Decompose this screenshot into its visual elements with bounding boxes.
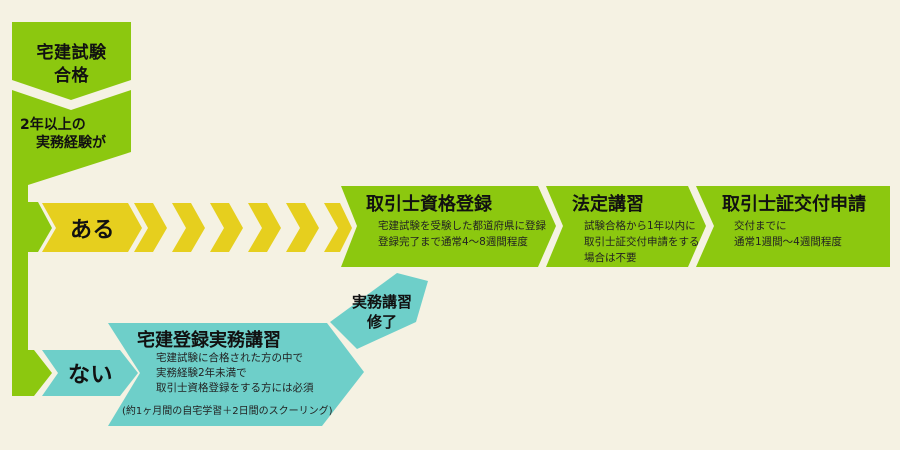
- step-license-application: 取引士証交付申請 交付までに 通常1週間〜4週間程度: [722, 190, 866, 250]
- start-label: 宅建試験 合格: [12, 42, 131, 88]
- step3-shape: [696, 186, 890, 267]
- condition-label: 2年以上の 実務経験が: [20, 116, 106, 152]
- step-license-application-line: 交付までに: [734, 220, 787, 232]
- trunk-yes-connector: [28, 202, 52, 252]
- start-line1: 宅建試験: [36, 43, 107, 63]
- start-chevron: [12, 22, 131, 100]
- course-title: 宅建登録実務講習: [137, 330, 281, 351]
- course-line: 取引士資格登録をする方には必須: [156, 382, 314, 394]
- step-legal-course-line: 取引士証交付申請をする: [584, 236, 700, 248]
- start-line2: 合格: [54, 66, 89, 86]
- completion-shape: [330, 273, 428, 349]
- condition-flag: [12, 90, 131, 395]
- yes-arrow: [42, 203, 142, 252]
- trunk-no-connector: [12, 350, 52, 396]
- course-note: (約1ヶ月間の自宅学習＋2日間のスクーリング): [122, 406, 333, 417]
- completion-line2: 修了: [366, 313, 397, 331]
- yellow-chevrons: [134, 203, 352, 252]
- step2-shape: [546, 186, 706, 267]
- step-legal-course: 法定講習 試験合格から1年以内に 取引士証交付申請をする 場合は不要: [572, 190, 700, 266]
- condition-line1: 2年以上の: [20, 117, 86, 133]
- completion-label: 実務講習 修了: [342, 292, 422, 332]
- step-legal-course-line: 場合は不要: [584, 252, 637, 264]
- step-registration: 取引士資格登録 宅建試験を受験した都道府県に登録 登録完了まで通常4〜8週間程度: [366, 190, 546, 250]
- no-label: ない: [68, 363, 114, 388]
- yes-label: ある: [70, 218, 116, 243]
- course-description: 宅建試験に合格された方の中で 実務経験2年未満で 取引士資格登録をする方には必須: [156, 351, 314, 396]
- completion-line1: 実務講習: [351, 293, 412, 311]
- step-registration-title: 取引士資格登録: [366, 194, 492, 215]
- course-line: 宅建試験に合格された方の中で: [156, 352, 303, 364]
- course-line: 実務経験2年未満で: [156, 367, 247, 379]
- step-license-application-line: 通常1週間〜4週間程度: [734, 236, 842, 248]
- step-registration-line: 宅建試験を受験した都道府県に登録: [378, 220, 546, 232]
- step1-shape: [341, 186, 556, 267]
- step-registration-line: 登録完了まで通常4〜8週間程度: [378, 236, 528, 248]
- step-license-application-title: 取引士証交付申請: [722, 194, 866, 215]
- condition-line2: 実務経験が: [36, 135, 106, 151]
- course-shape: [108, 323, 364, 426]
- step-legal-course-line: 試験合格から1年以内に: [584, 220, 696, 232]
- no-arrow: [42, 350, 138, 396]
- step-legal-course-title: 法定講習: [572, 194, 644, 215]
